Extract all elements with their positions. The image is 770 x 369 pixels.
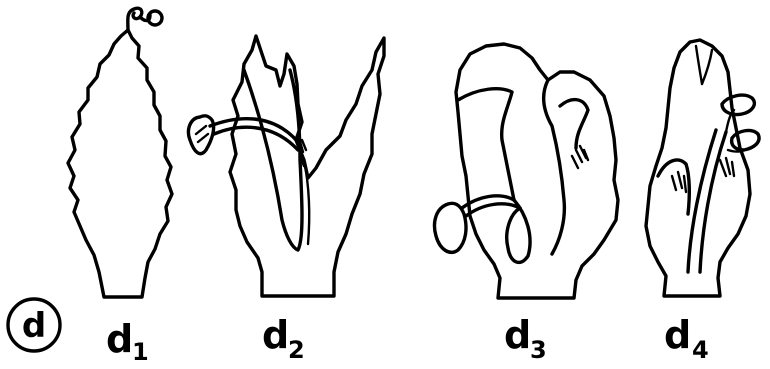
stage-d2-drawing: [188, 36, 384, 296]
label-d2-sub: 2: [288, 336, 305, 364]
d2-inner-petal-left: [244, 70, 302, 250]
label-d2-main: d: [262, 313, 289, 357]
label-d2: d 2: [262, 313, 305, 364]
label-d3-sub: 3: [530, 336, 547, 364]
d1-bud-outline: [68, 30, 172, 297]
stage-d4-drawing: [646, 40, 759, 296]
d3-right-fold: [560, 100, 588, 148]
d4-anther-right: [732, 131, 759, 150]
label-d3: d 3: [504, 313, 547, 364]
d2-stigma-detail: [196, 126, 208, 142]
stage-d3-drawing: [435, 44, 619, 298]
d4-left-hatching: [672, 172, 686, 192]
label-d1-main: d: [106, 317, 133, 361]
d3-stigma: [435, 203, 467, 252]
panel-label-text: d: [22, 306, 46, 346]
stage-d1-drawing: [68, 8, 172, 297]
label-d1: d 1: [106, 317, 149, 366]
d2-style: [210, 119, 298, 150]
panel-label: d: [8, 299, 60, 351]
d2-stigma: [188, 116, 213, 154]
d4-right-hatching: [720, 158, 734, 176]
d3-outer-body: [456, 44, 618, 298]
d2-outer-envelope: [230, 36, 384, 296]
d4-top-notch: [696, 46, 712, 84]
label-d1-sub: 1: [132, 338, 149, 366]
d3-hatching: [572, 146, 588, 168]
label-d4-main: d: [664, 313, 691, 357]
d1-tendril: [128, 8, 142, 31]
label-d4-sub: 4: [692, 336, 709, 364]
d4-anther-top: [722, 95, 754, 114]
label-d4: d 4: [664, 313, 709, 364]
d4-style-column: [688, 130, 726, 272]
label-d3-main: d: [504, 313, 531, 357]
d3-inner-loop: [507, 200, 530, 262]
